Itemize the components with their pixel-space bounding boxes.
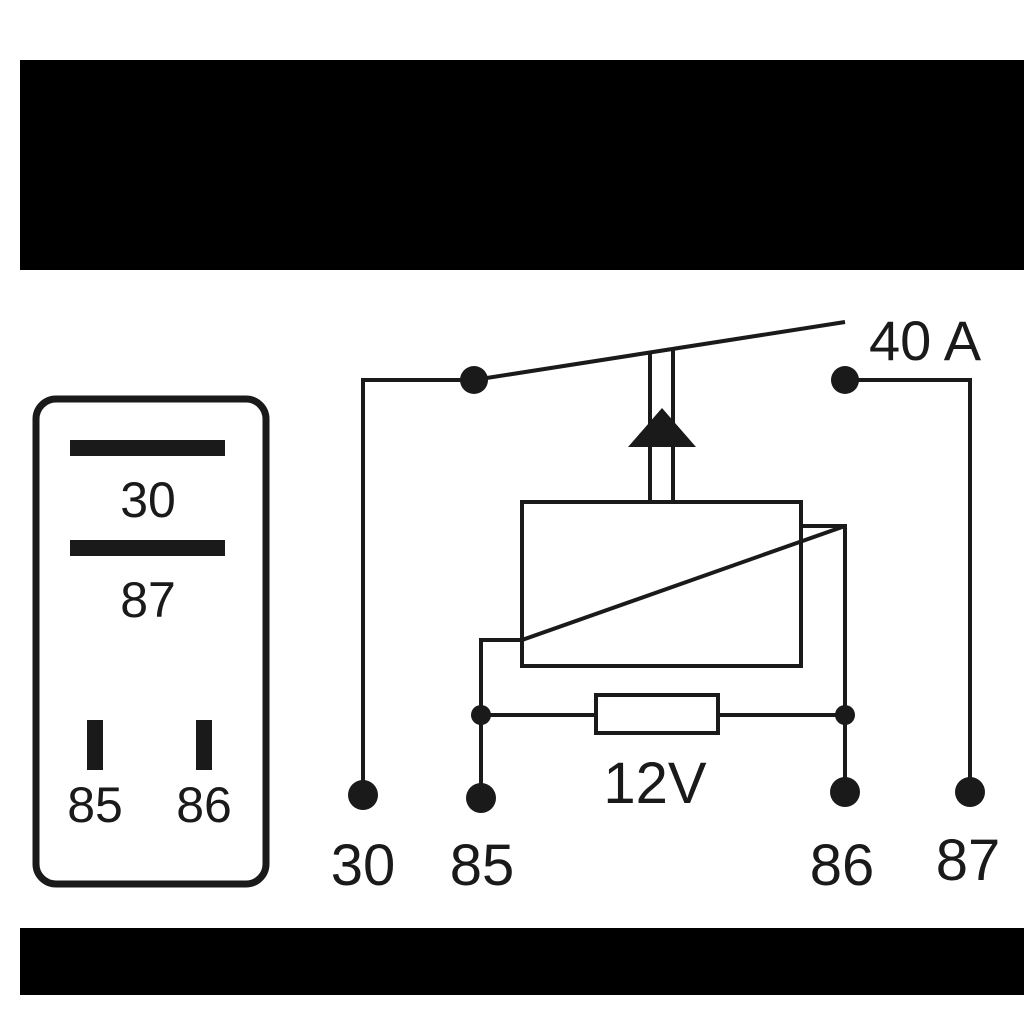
terminal-label-86: 86 (810, 833, 875, 898)
terminal-87-dot (955, 777, 985, 807)
pin-87-blade (70, 540, 225, 556)
bottom-black-bar (20, 928, 1024, 995)
coil-box (520, 500, 803, 668)
switch-arm (473, 320, 846, 382)
top-black-bar (20, 60, 1024, 270)
contact-rating-label: 40 A (869, 309, 982, 372)
switch-pivot-dot (460, 366, 488, 394)
pin-label-86: 86 (176, 777, 232, 833)
wire-terminal-86 (801, 524, 847, 795)
contact-87-dot (831, 366, 859, 394)
terminal-label-30: 30 (331, 833, 396, 898)
terminal-label-87: 87 (936, 828, 1001, 893)
pin-label-30: 30 (120, 472, 176, 528)
terminal-label-85: 85 (450, 833, 515, 898)
wire-terminal-85 (479, 638, 522, 795)
relay-body-outline (32, 395, 270, 888)
junction-86-dot (835, 705, 855, 725)
relay-pin-layout (32, 395, 270, 888)
coil-diagonal (521, 524, 846, 642)
pin-86-blade (196, 720, 212, 770)
wire-terminal-30 (361, 378, 474, 795)
pin-30-blade (70, 440, 225, 456)
arrow-icon (628, 408, 696, 447)
contact-dots (348, 366, 985, 813)
terminal-30-dot (348, 780, 378, 810)
resistor (594, 693, 720, 735)
wire-terminal-87 (845, 378, 972, 795)
pin-label-85: 85 (67, 777, 123, 833)
terminal-86-dot (830, 777, 860, 807)
relay-schematic (361, 320, 972, 795)
junction-85-dot (471, 705, 491, 725)
resistor-voltage-label: 12V (603, 751, 707, 816)
terminal-85-dot (466, 783, 496, 813)
pin-85-blade (87, 720, 103, 770)
pin-label-87: 87 (120, 572, 176, 628)
